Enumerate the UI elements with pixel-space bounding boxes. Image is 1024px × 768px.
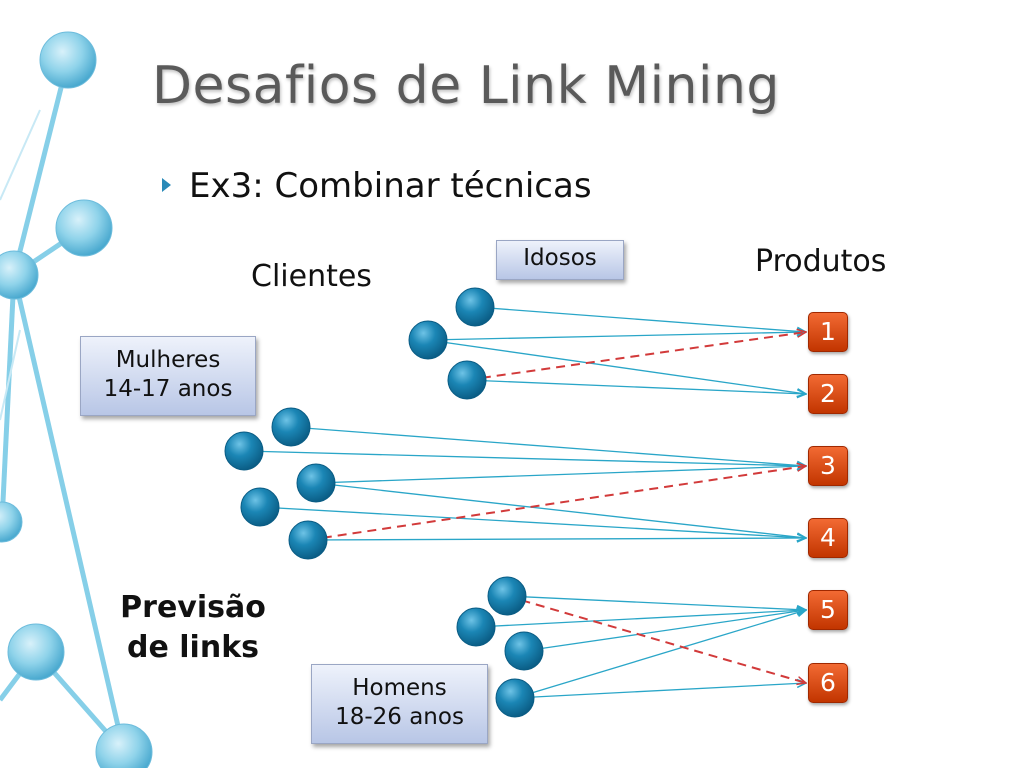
client-node xyxy=(240,487,280,527)
predicted-link xyxy=(506,595,806,683)
known-link xyxy=(506,595,806,610)
client-node xyxy=(288,520,328,560)
client-node xyxy=(455,287,495,327)
client-node xyxy=(271,407,311,447)
group-box-mulheres: Mulheres 14-17 anos xyxy=(80,336,256,416)
client-node xyxy=(296,463,336,503)
prediction-line-2: de links xyxy=(127,630,259,665)
bullet-item: Ex3: Combinar técnicas xyxy=(162,166,592,206)
known-link xyxy=(315,482,806,538)
decor-ball xyxy=(39,31,97,89)
group-label: Idosos xyxy=(523,245,597,271)
product-3: 3 xyxy=(808,446,848,486)
decor-ball xyxy=(55,199,113,257)
known-link xyxy=(523,610,806,652)
clientes-label: Clientes xyxy=(251,259,372,294)
client-node xyxy=(487,576,527,616)
group-box-idosos: Idosos xyxy=(496,240,624,280)
slide-title: Desafios de Link Mining xyxy=(152,56,780,116)
client-node xyxy=(447,360,487,400)
predicted-link xyxy=(466,332,806,381)
link-prediction-label: Previsão de links xyxy=(118,588,268,668)
known-link xyxy=(259,506,806,538)
decor-ball xyxy=(0,250,39,300)
decor-ball xyxy=(0,501,23,543)
known-link xyxy=(514,610,806,699)
product-1: 1 xyxy=(808,312,848,352)
bullet-arrow-icon xyxy=(162,177,171,192)
known-link xyxy=(475,610,806,628)
client-node xyxy=(504,631,544,671)
client-node xyxy=(224,431,264,471)
client-node xyxy=(408,320,448,360)
bullet-text: Ex3: Combinar técnicas xyxy=(189,166,592,206)
known-link xyxy=(427,339,806,394)
known-link xyxy=(315,466,806,484)
product-5: 5 xyxy=(808,590,848,630)
client-node xyxy=(495,678,535,718)
produtos-label: Produtos xyxy=(755,244,887,279)
decor-ball xyxy=(7,623,65,681)
known-link xyxy=(427,332,806,341)
known-link xyxy=(514,683,806,699)
known-link xyxy=(466,379,806,394)
client-node xyxy=(456,607,496,647)
product-6: 6 xyxy=(808,663,848,703)
decorative-molecule xyxy=(0,31,153,768)
group-sublabel: 18-26 anos xyxy=(335,704,464,730)
known-link xyxy=(290,426,806,466)
product-4: 4 xyxy=(808,518,848,558)
predicted-link xyxy=(307,466,806,541)
prediction-line-1: Previsão xyxy=(120,590,266,625)
known-link xyxy=(307,538,806,540)
group-sublabel: 14-17 anos xyxy=(103,376,233,402)
group-label: Mulheres xyxy=(115,347,221,373)
decor-ball xyxy=(95,723,153,768)
group-label: Homens xyxy=(352,675,447,701)
known-link xyxy=(474,306,806,332)
group-box-homens: Homens 18-26 anos xyxy=(311,664,488,744)
product-2: 2 xyxy=(808,374,848,414)
known-link xyxy=(243,450,806,466)
